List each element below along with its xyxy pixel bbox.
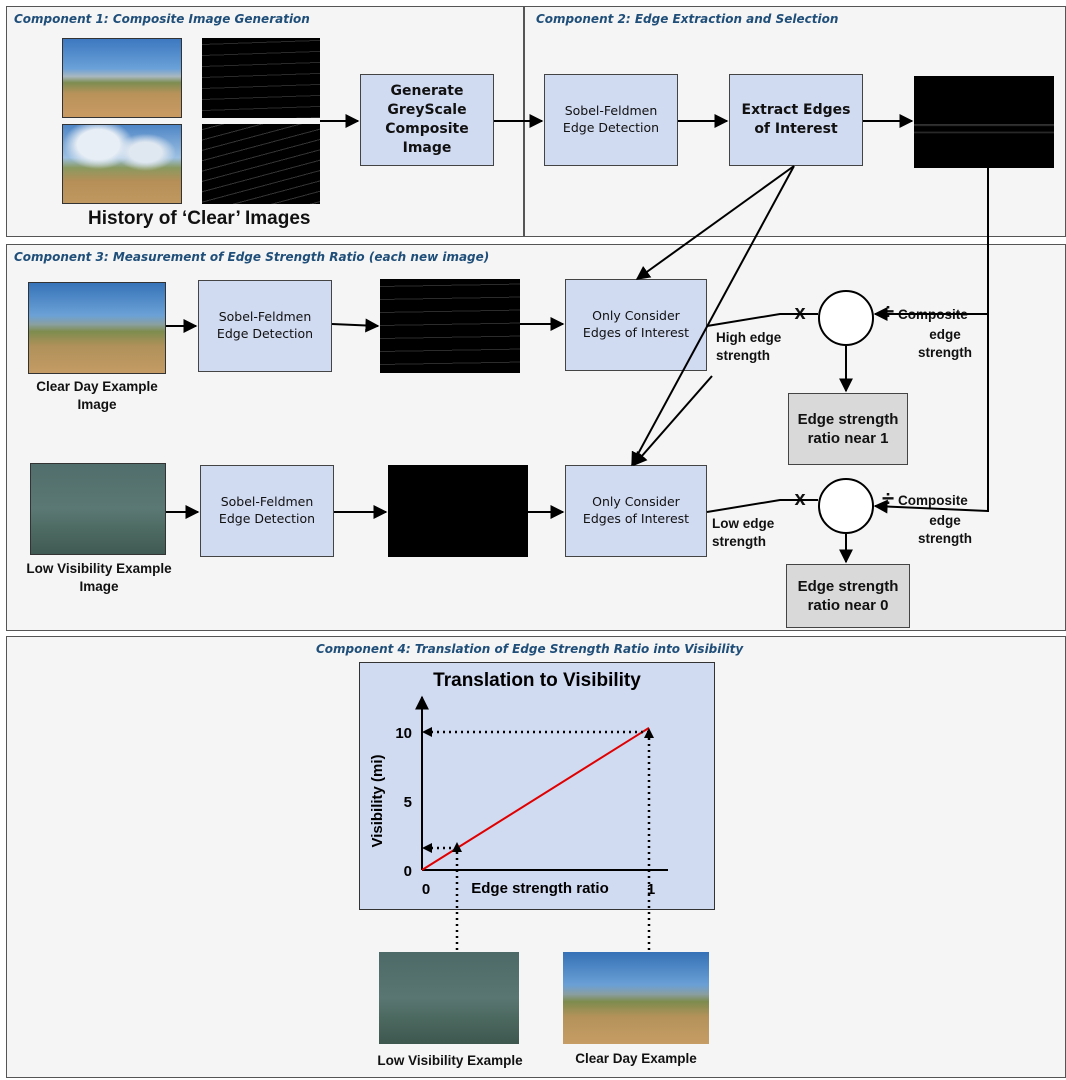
low-strength-label: Low edge strength [712,516,775,549]
high-strength-label: High edge strength [716,330,782,363]
sobel-box-low: Sobel-Feldmen Edge Detection [200,465,334,557]
low-visibility-image-label: Low Visibility Example Image [26,561,172,594]
ratio-near-0-box: Edge strength ratio near 0 [786,564,910,628]
visibility-chart [359,662,715,910]
clear-day-image-label: Clear Day Example Image [36,379,158,412]
history-label: History of ‘Clear’ Images [88,208,311,229]
cloudy-landscape-photo [62,124,182,204]
composite-label-low: Composite [898,493,968,508]
component-2-title: Component 2: Edge Extraction and Selecti… [536,12,839,26]
component-3-title: Component 3: Measurement of Edge Strengt… [14,250,490,264]
low-visibility-photo [30,463,166,555]
edge-strength-label-clear: edge strength [918,327,972,360]
clear-day-photo-c4 [563,952,709,1044]
sobel-box-clear: Sobel-Feldmen Edge Detection [198,280,332,372]
divide-symbol-clear: ÷ [881,299,895,324]
edge-strength-label-low: edge strength [918,513,972,546]
generate-composite-box: Generate GreyScale Composite Image [360,74,494,166]
clear-edge-map [380,279,520,373]
composite-label-clear: Composite [898,307,968,322]
clear-day-photo [28,282,166,374]
low-visibility-photo-c4 [379,952,519,1044]
consider-box-low: Only Consider Edges of Interest [565,465,707,557]
edge-map-2 [202,124,320,204]
multiply-symbol-clear: x [794,302,806,324]
consider-box-clear: Only Consider Edges of Interest [565,279,707,371]
extract-edges-box: Extract Edges of Interest [729,74,863,166]
low-visibility-example-label: Low Visibility Example [377,1053,523,1068]
low-edge-map [388,465,528,557]
edge-map-1 [202,38,320,118]
clear-landscape-photo [62,38,182,118]
clear-day-example-label: Clear Day Example [575,1051,697,1066]
multiply-symbol-low: x [794,488,806,510]
divide-symbol-low: ÷ [881,486,895,511]
component-1-title: Component 1: Composite Image Generation [14,12,310,26]
component-4-title: Component 4: Translation of Edge Strengt… [316,642,744,656]
edges-of-interest-map [914,76,1054,168]
ratio-near-1-box: Edge strength ratio near 1 [788,393,908,465]
sobel-box-c2: Sobel-Feldmen Edge Detection [544,74,678,166]
